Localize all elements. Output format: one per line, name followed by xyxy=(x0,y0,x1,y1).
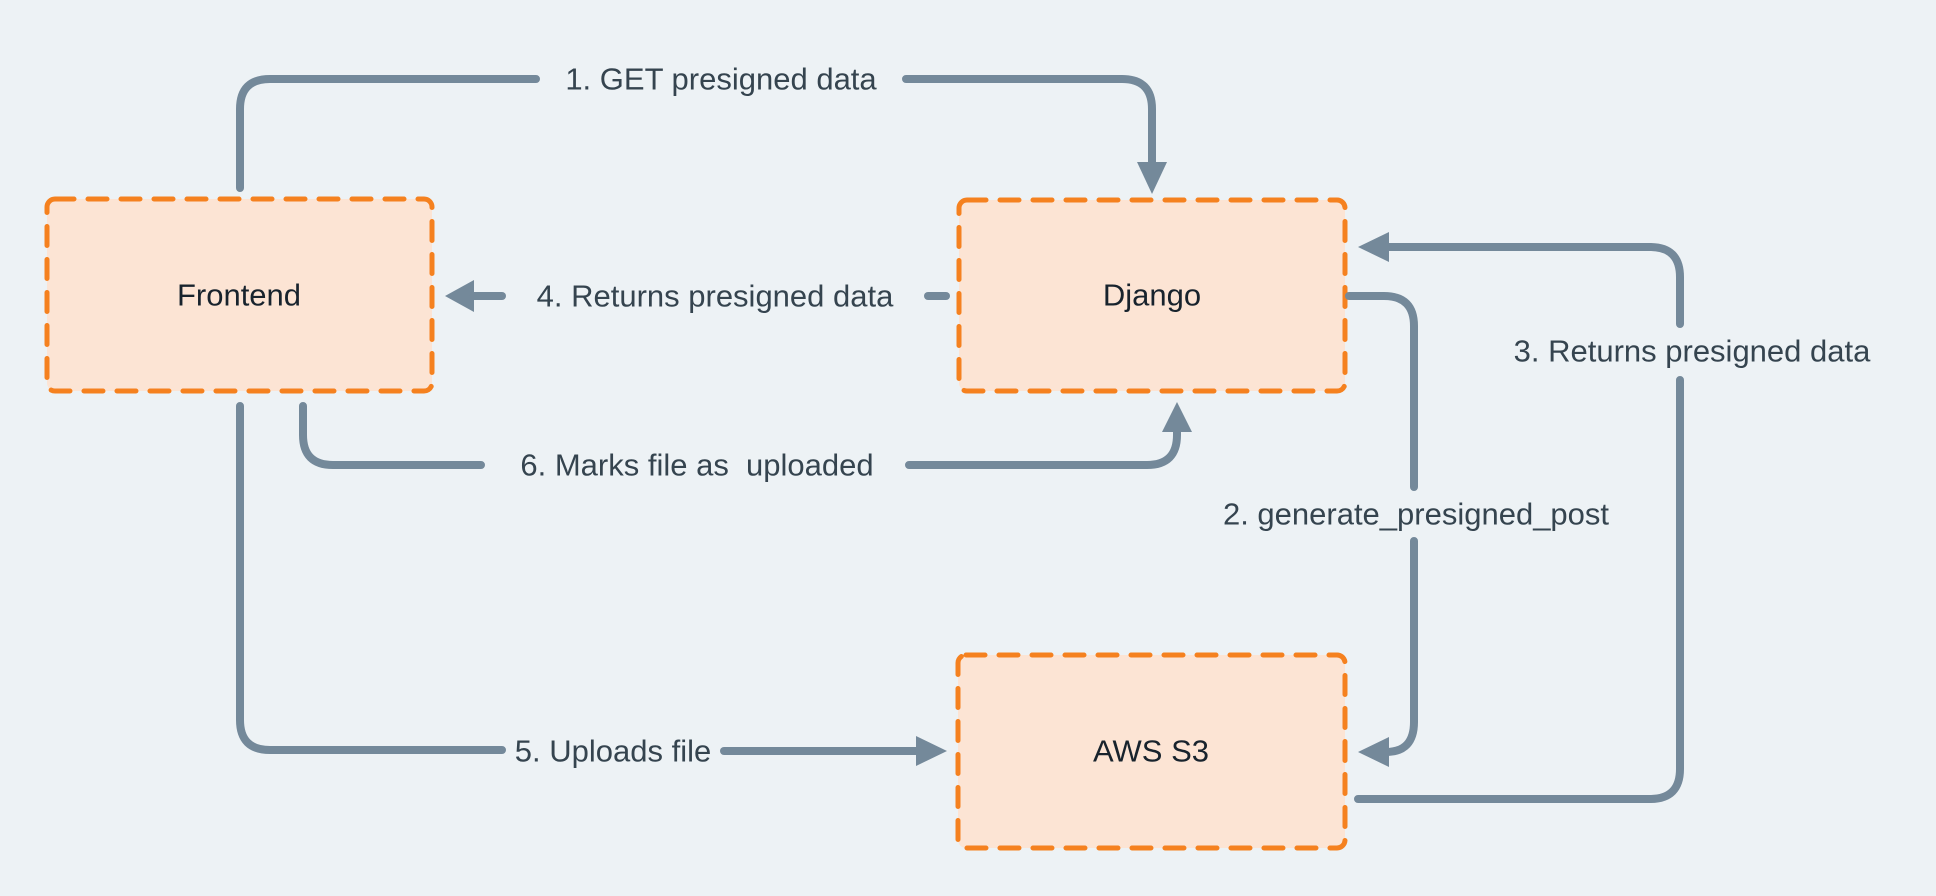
edge-1-label: 1. GET presigned data xyxy=(565,62,877,97)
edge-6-line-right xyxy=(905,428,1181,469)
edge-1-line-left xyxy=(236,75,540,192)
aws-s3-box xyxy=(955,652,1348,851)
edge-2-arrowhead-left-icon xyxy=(1358,737,1389,767)
edge-3-line-bottom xyxy=(1354,376,1684,803)
edge-6-label: 6. Marks file as uploaded xyxy=(520,448,873,483)
edge-5-arrowhead-right-icon xyxy=(916,736,947,766)
aws-s3-box-label: AWS S3 xyxy=(1093,734,1209,769)
edge-5-label: 5. Uploads file xyxy=(515,734,711,769)
edge-2-line-bottom xyxy=(1382,537,1418,756)
frontend-box xyxy=(44,196,435,394)
edge-6-arrowhead-up-icon xyxy=(1162,402,1192,432)
frontend-box-label: Frontend xyxy=(177,278,301,313)
edge-1-line-right xyxy=(902,75,1156,168)
django-box xyxy=(956,197,1348,394)
edge-3-line-top xyxy=(1384,243,1684,328)
edge-6-line-left xyxy=(299,402,485,469)
edge-2-line-top xyxy=(1345,292,1418,491)
edge-5-line-left xyxy=(236,402,506,754)
edge-3-label: 3. Returns presigned data xyxy=(1514,334,1871,369)
edge-2-label: 2. generate_presigned_post xyxy=(1223,497,1609,532)
edge-3-arrowhead-left-icon xyxy=(1358,232,1389,262)
django-box-label: Django xyxy=(1103,278,1201,313)
edge-4-arrowhead-left-icon xyxy=(445,280,474,312)
edge-1-arrowhead-down-icon xyxy=(1137,162,1167,194)
edge-4-label: 4. Returns presigned data xyxy=(537,279,894,314)
